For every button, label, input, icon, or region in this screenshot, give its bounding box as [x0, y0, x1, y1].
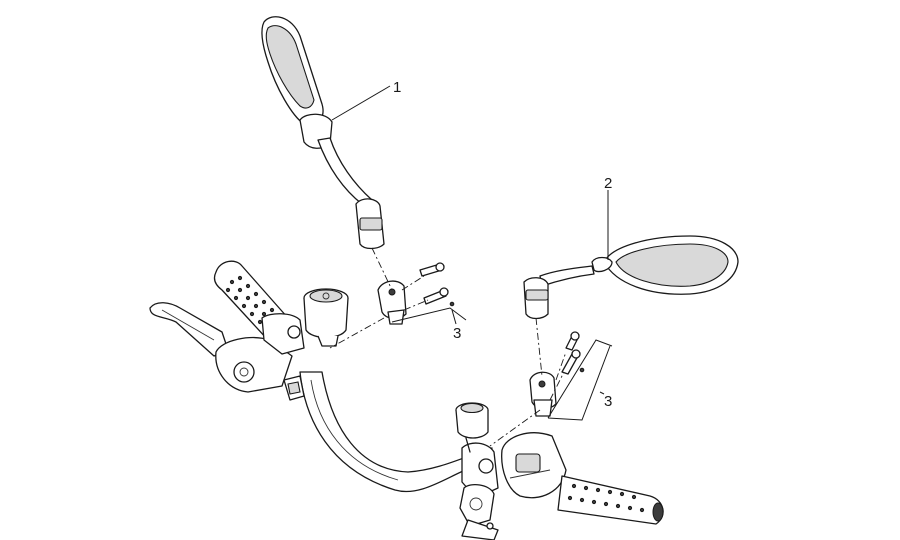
left-brake-lever — [149, 302, 229, 357]
callout-2-label: 2 — [604, 175, 612, 192]
right-screw-upper — [565, 331, 580, 351]
right-screw-lower — [561, 349, 581, 375]
right-grip — [557, 475, 664, 525]
left-screw-upper — [419, 262, 445, 277]
right-mirror — [523, 235, 739, 320]
left-screw-lower — [423, 287, 449, 305]
assembly-lines — [329, 247, 567, 447]
right-bracket-kit — [529, 331, 585, 417]
left-bracket-kit — [377, 262, 455, 325]
callout-3-right-label: 3 — [604, 393, 612, 410]
callout-3-left-label: 3 — [453, 325, 461, 342]
right-switch-housing — [501, 432, 567, 499]
right-master-cylinder — [459, 442, 499, 540]
left-master-cylinder — [215, 313, 305, 401]
callout-1-label: 1 — [393, 79, 401, 96]
left-reservoir — [303, 288, 349, 347]
right-reservoir — [455, 402, 489, 453]
left-mirror — [261, 16, 385, 250]
callout-leaders — [331, 85, 613, 421]
